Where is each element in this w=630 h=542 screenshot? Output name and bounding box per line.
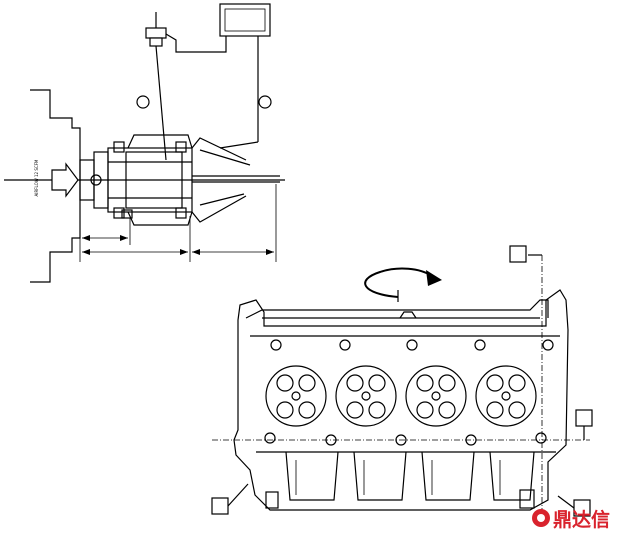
callout-box-left [211, 497, 229, 515]
callout-box-top [509, 245, 527, 263]
test-fixture-drawing: AIRFLOW 12 SCFM [4, 3, 285, 283]
brand-watermark: 鼎达信 [532, 508, 610, 531]
fixture-body [107, 147, 193, 213]
combustion-chamber-1 [265, 365, 327, 427]
sensor-lead [155, 45, 167, 161]
head-deck-outline [233, 289, 569, 511]
dimension-lines [79, 184, 277, 262]
flow-arrow [51, 162, 79, 198]
sensor-head [145, 27, 167, 39]
gauge-hose [165, 33, 227, 53]
combustion-chamber-2 [335, 365, 397, 427]
cylinder-head-drawing [211, 245, 593, 520]
brand-text: 鼎达信 [553, 508, 610, 531]
callout-box-right [575, 409, 593, 427]
rotation-arrow [364, 267, 442, 302]
bottom-bolt-row [264, 432, 547, 446]
lower-tube [191, 195, 247, 223]
callout-circle-2 [258, 95, 272, 109]
top-bolt-row [270, 339, 554, 351]
combustion-chamber-4 [475, 365, 537, 427]
port-label: AIRFLOW 12 SCFM [34, 159, 39, 196]
upper-tube [191, 137, 247, 161]
combustion-chamber-3 [405, 365, 467, 427]
intake-ports [285, 451, 535, 501]
callout-circle-1 [136, 95, 150, 109]
